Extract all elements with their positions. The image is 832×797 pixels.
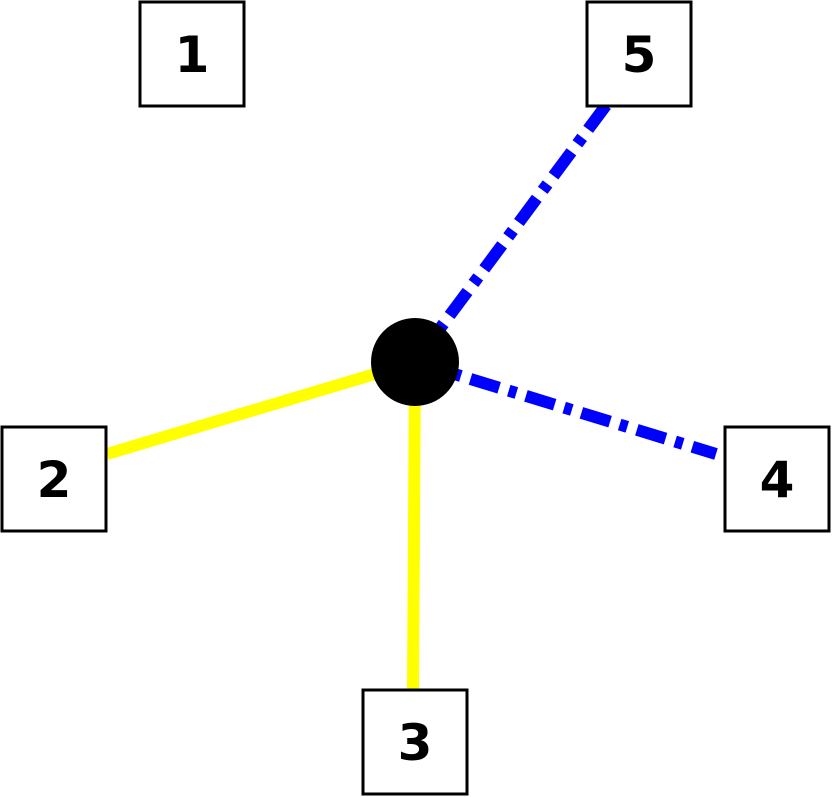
node-box-1 [138,0,246,108]
node-label-1: 1 [175,26,210,84]
node-label-5: 5 [622,26,657,84]
node-box-2 [0,425,108,533]
edge-layer [105,100,718,691]
node-label-3: 3 [398,714,433,772]
node-4: 4 [723,425,831,533]
node-box-3 [361,688,469,796]
node-label-4: 4 [760,451,795,509]
node-box-4 [723,425,831,533]
edge-hub-to-3 [407,361,421,691]
node-2: 2 [0,425,108,533]
node-box-5 [585,0,693,108]
edge-hub-to-2 [105,356,417,460]
edge-hub-to-5 [410,100,612,366]
node-1: 1 [138,0,246,108]
hub-node [371,318,459,406]
node-label-2: 2 [37,451,72,509]
node-5: 5 [585,0,693,108]
edge-hub-to-4 [413,356,718,460]
node-3: 3 [361,688,469,796]
